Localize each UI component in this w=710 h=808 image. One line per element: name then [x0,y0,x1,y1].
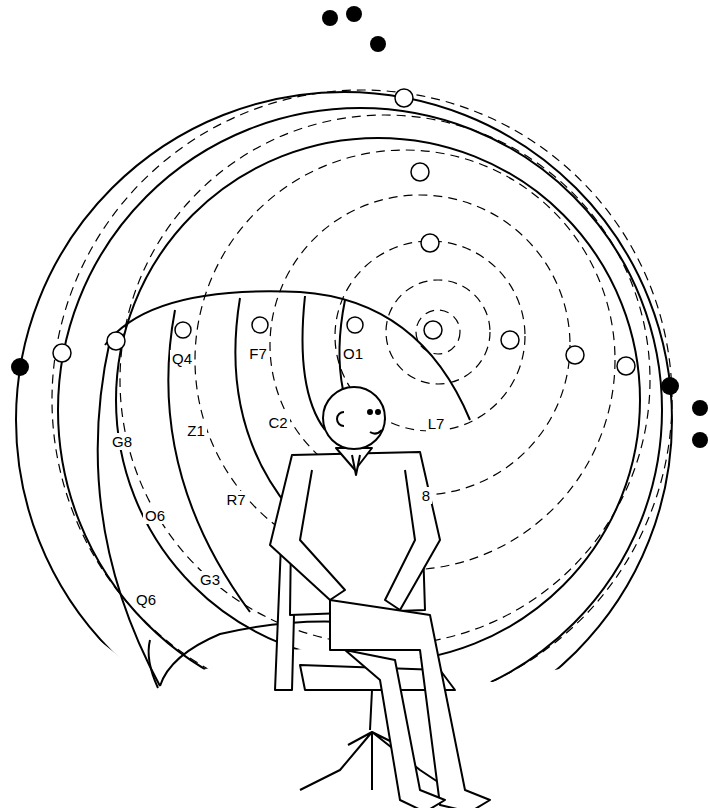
region-label: O1 [341,345,365,362]
open-dots [53,89,635,375]
region-label: G3 [198,571,222,588]
region-label: O6 [143,507,167,524]
region-label: Q6 [134,591,158,608]
seated-person [270,387,490,808]
solid-dots [11,6,708,448]
region-label: L7 [426,415,447,432]
region-label: Z1 [185,422,207,439]
region-label: C2 [266,414,289,431]
region-label: R7 [224,491,247,508]
region-label: F7 [247,345,269,362]
region-label: 8 [420,487,432,504]
region-label: G8 [110,433,134,450]
region-label: Q4 [170,350,194,367]
